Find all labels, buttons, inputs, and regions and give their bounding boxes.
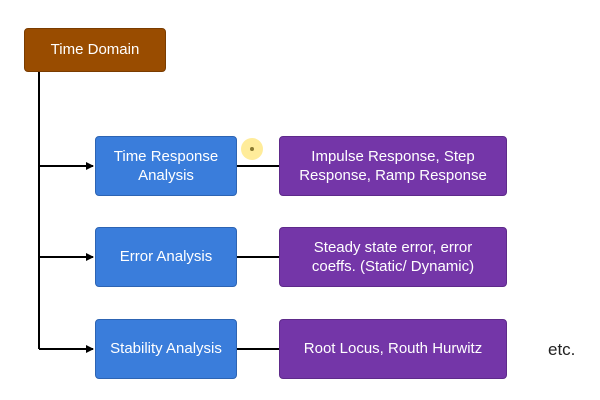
node-label: Time Response Analysis (113, 147, 219, 185)
etc-note: etc. (548, 340, 576, 359)
root-node-label: Time Domain (50, 41, 140, 59)
node-label: Stability Analysis (110, 340, 222, 358)
node-stability-analysis-detail: Root Locus, Routh Hurwitz (279, 319, 507, 379)
root-node-time-domain: Time Domain (24, 28, 166, 72)
node-error-analysis-detail: Steady state error, error coeffs. (Stati… (279, 227, 507, 287)
node-label: Steady state error, error coeffs. (Stati… (311, 238, 475, 276)
cursor-highlight (241, 138, 263, 160)
node-label: Impulse Response, Step Response, Ramp Re… (299, 147, 487, 185)
node-stability-analysis: Stability Analysis (95, 319, 237, 379)
node-label: Root Locus, Routh Hurwitz (303, 340, 483, 358)
node-time-response-detail: Impulse Response, Step Response, Ramp Re… (279, 136, 507, 196)
node-time-response-analysis: Time Response Analysis (95, 136, 237, 196)
node-label: Error Analysis (119, 248, 213, 266)
node-error-analysis: Error Analysis (95, 227, 237, 287)
